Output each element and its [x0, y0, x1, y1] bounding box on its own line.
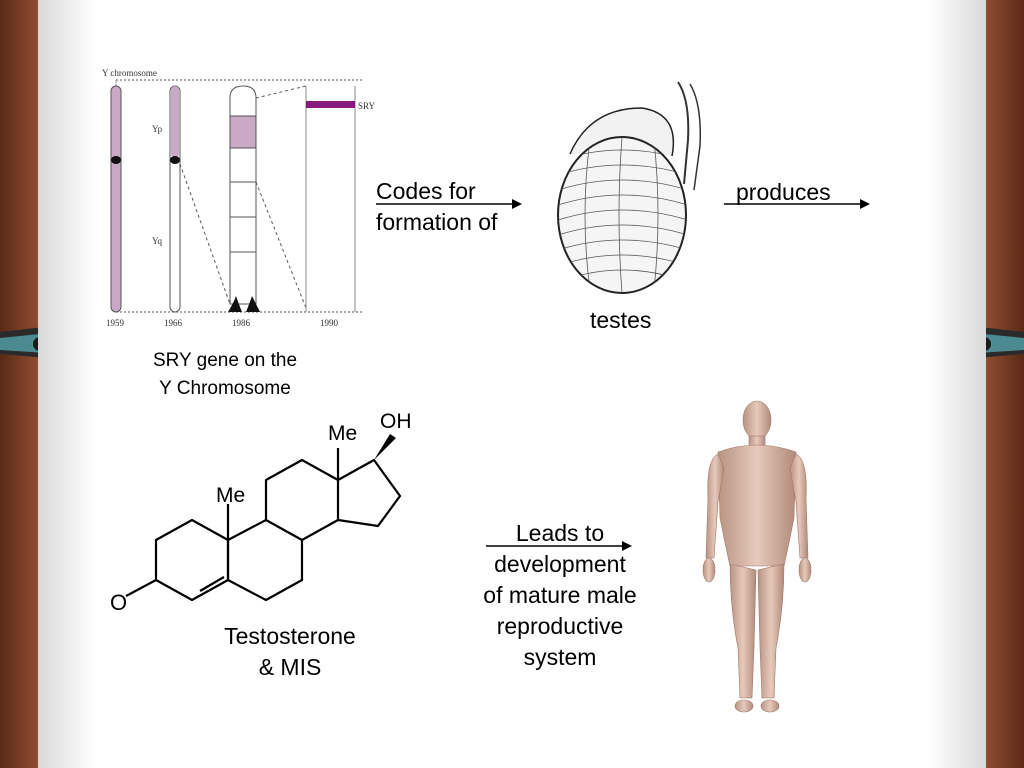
year-1959: 1959: [106, 318, 125, 328]
arm-q-label: Yq: [152, 236, 163, 246]
leads-to-line2: development: [494, 551, 626, 577]
arm-p-label: Yp: [152, 124, 163, 134]
hormone-caption: Testosterone & MIS: [200, 621, 380, 683]
codes-for-label: Codes for formation of: [376, 176, 497, 238]
arrow-leads-to-icon: [486, 541, 632, 551]
oxygen-label: O: [110, 590, 127, 614]
year-1986: 1986: [232, 318, 251, 328]
slide-paper: [38, 0, 986, 768]
chromosome-caption-line1: SRY gene on the: [152, 350, 298, 371]
methyl-label-top: Me: [328, 422, 357, 445]
codes-for-line1: Codes for: [376, 178, 476, 204]
chromosome-caption-line2: Y Chromosome: [159, 378, 291, 399]
hydroxyl-label: OH: [380, 410, 412, 433]
testes-label: testes: [590, 307, 652, 333]
methyl-label-mid: Me: [216, 484, 245, 507]
year-1966: 1966: [164, 318, 183, 328]
hormone-line2: & MIS: [258, 654, 322, 680]
year-1990: 1990: [320, 318, 339, 328]
leads-to-line5: system: [523, 644, 597, 670]
y-chromosome-title: Y chromosome: [102, 68, 157, 78]
chromosome-1959: [110, 85, 122, 313]
male-body-illustration: [702, 400, 812, 713]
testes-illustration: [557, 81, 702, 294]
codes-for-line2: formation of: [376, 209, 498, 235]
leads-to-line1: Leads to: [515, 520, 605, 546]
leads-to-line3: of mature male: [483, 582, 637, 608]
sry-gene-bar: [306, 101, 355, 108]
leads-to-caption: Leads to development of mature male repr…: [462, 518, 658, 673]
arrow-codes-for-icon: [376, 199, 522, 209]
hormone-line1: Testosterone: [224, 623, 356, 649]
arrow-produces-icon: [724, 199, 870, 209]
chromosome-caption: SRY gene on the Y Chromosome: [120, 347, 330, 403]
testosterone-molecule: O Me Me OH: [110, 410, 412, 614]
y-chromosome-figure: Y chromosome Yp Yq SRY 1959 1966 1986 19…: [102, 68, 376, 328]
leads-to-line4: reproductive: [496, 613, 624, 639]
sry-label: SRY: [358, 101, 376, 111]
produces-label: produces: [736, 179, 831, 205]
